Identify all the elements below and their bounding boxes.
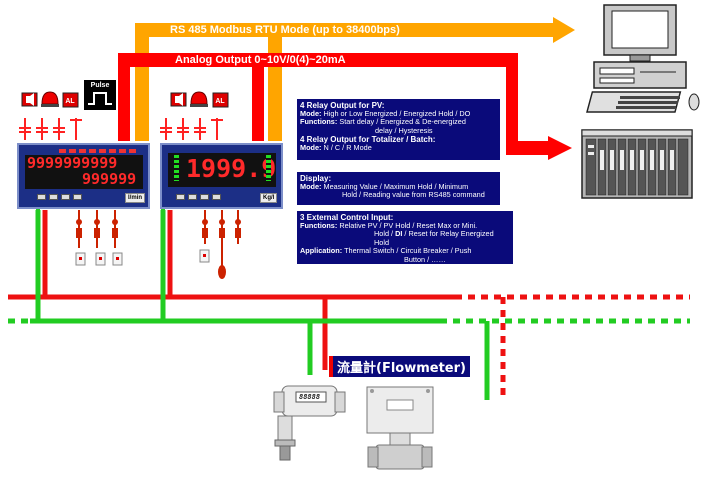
input-switches-2 xyxy=(199,210,241,279)
flowmeter-1-icon xyxy=(273,385,346,461)
plc-rack-icon xyxy=(581,129,693,199)
ext-input-application-text: Thermal Switch / Circuit Breaker / Push xyxy=(344,246,472,256)
meter-wires xyxy=(36,208,165,222)
display-heading: Display: xyxy=(300,174,332,183)
relay-pv-functions-text2: delay / Hysteresis xyxy=(375,125,433,135)
flowmeter-2-icon xyxy=(366,386,434,470)
meter-1-line1: 9999999999 xyxy=(27,154,118,172)
meter-2-button-up[interactable] xyxy=(200,194,209,200)
flowmeter-label: 流量計(Flowmeter) xyxy=(329,356,470,377)
relay-pv-heading: 4 Relay Output for PV: xyxy=(300,101,385,110)
display-info-box: Display: Mode: Measuring Value / Maximum… xyxy=(297,172,500,205)
analog-output-line xyxy=(118,53,572,160)
external-input-info-box: 3 External Control Input: Functions: Rel… xyxy=(297,211,513,264)
ext-input-functions-label: Functions: xyxy=(300,221,338,230)
ext-input-heading: 3 External Control Input: xyxy=(300,213,394,222)
panel-meter-2: 1999.9 Kg/l xyxy=(160,143,283,209)
meter-2-button-set[interactable] xyxy=(176,194,185,200)
meter-2-led-column xyxy=(174,155,179,181)
meter-2-unit-label: Kg/l xyxy=(260,193,278,203)
ext-input-functions-text2-b: DI xyxy=(395,229,403,239)
green-bus xyxy=(8,210,690,400)
rs485-banner-text: RS 485 Modbus RTU Mode (up to 38400bps) xyxy=(170,24,400,36)
meter-2-screen xyxy=(168,153,276,187)
analog-banner-text: Analog Output 0~10V/0(4)~20mA xyxy=(175,54,346,66)
flowmeter-1-display: 88888 xyxy=(299,393,321,401)
relay-contacts-1 xyxy=(19,118,82,140)
display-mode-text2: Hold / Reading value from RS485 command xyxy=(342,190,485,200)
relay-info-box: 4 Relay Output for PV: Mode: High or Low… xyxy=(297,99,500,160)
meter-1-led-row xyxy=(59,149,139,153)
alarm-icons-2: AL xyxy=(170,91,229,108)
svg-text:AL: AL xyxy=(215,98,225,105)
rs485-line xyxy=(135,17,575,141)
relay-pv-mode-label: Mode: xyxy=(300,109,322,118)
meter-1-line2: 999999 xyxy=(82,170,137,188)
relay-totalizer-heading: 4 Relay Output for Totalizer / Batch: xyxy=(300,135,436,145)
relay-pv-functions-text: Start delay / Energized & De-energized xyxy=(339,117,466,127)
meter-1-unit-label: l/min xyxy=(125,193,146,203)
meter-1-button-down[interactable] xyxy=(73,194,82,200)
display-mode-label: Mode: xyxy=(300,182,322,191)
meter-2-button-down[interactable] xyxy=(212,194,221,200)
ext-input-application-text2: Button / …… xyxy=(404,254,446,264)
meter-1-screen xyxy=(25,155,143,189)
ext-input-functions-text2-a: Hold / xyxy=(374,229,396,239)
meter-1-button-shift[interactable] xyxy=(49,194,58,200)
svg-text:AL: AL xyxy=(65,98,75,105)
ext-input-functions-text2-c: / Reset for Relay Energized Hold xyxy=(374,229,494,247)
meter-1-button-set[interactable] xyxy=(37,194,46,200)
red-bus xyxy=(8,210,690,400)
display-mode-text: Measuring Value / Maximum Hold / Minimum xyxy=(323,182,469,191)
meter-2-bar-graph xyxy=(266,155,271,181)
panel-meter-1: 9999999999 999999 l/min xyxy=(17,143,150,209)
relay-contacts-2 xyxy=(160,118,223,140)
relay-totalizer-mode-text: N / C / R Mode xyxy=(323,143,372,153)
meter-1-button-up[interactable] xyxy=(61,194,70,200)
meter-2-button-shift[interactable] xyxy=(188,194,197,200)
ext-input-functions-text: Relative PV / PV Hold / Reset Max or Min… xyxy=(339,221,478,230)
relay-totalizer-mode-label: Mode: xyxy=(300,143,322,153)
meter-2-value: 1999.9 xyxy=(186,154,277,183)
relay-pv-functions-label: Functions: xyxy=(300,117,338,127)
ext-input-application-label: Application: xyxy=(300,246,343,256)
pulse-label: Pulse xyxy=(86,81,114,90)
input-switches-1 xyxy=(75,210,123,266)
computer-icon xyxy=(586,4,700,113)
relay-pv-mode-text: High or Low Energized / Energized Hold /… xyxy=(323,109,471,118)
alarm-icons-1: AL xyxy=(21,91,79,108)
